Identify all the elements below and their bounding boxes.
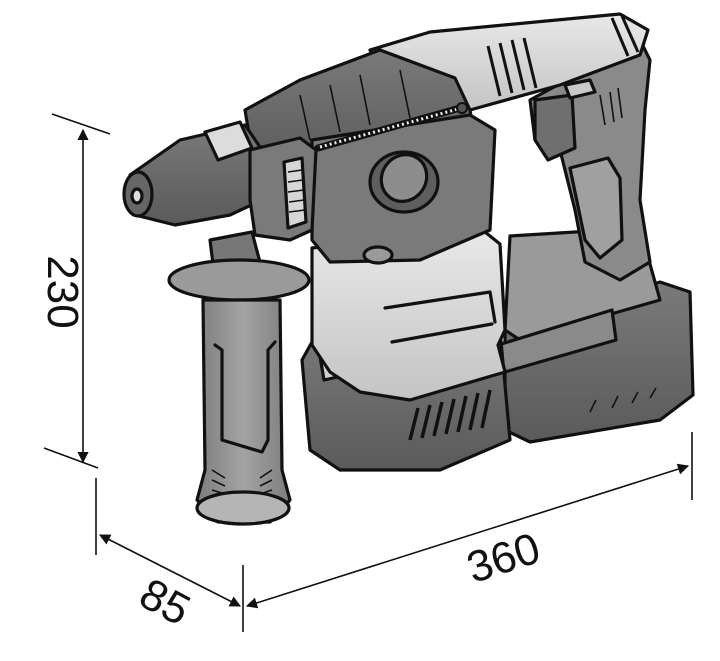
width-dimension-line <box>99 534 241 607</box>
hammer-drill-illustration <box>122 12 695 526</box>
side-handle <box>167 230 311 526</box>
extension-line-top <box>51 113 111 135</box>
height-label: 230 <box>38 255 87 328</box>
main-body <box>310 226 507 402</box>
sds-chuck <box>122 120 264 227</box>
grip-ribs <box>486 15 640 97</box>
depth-stop-clamp <box>248 136 318 242</box>
dimension-height: 230 <box>38 113 111 469</box>
vent-slots <box>408 389 492 441</box>
rear-handle <box>528 38 652 282</box>
mode-selector-dial <box>368 150 440 214</box>
extension-line-bottom <box>43 447 99 469</box>
length-dimension-line <box>245 463 690 609</box>
mode-panel <box>310 113 497 265</box>
